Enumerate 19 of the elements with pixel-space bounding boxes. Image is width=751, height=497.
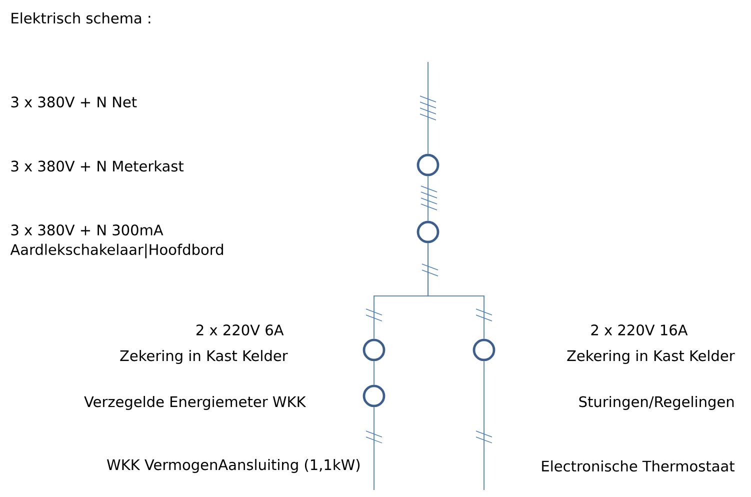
label: 3 x 380V + N 300mA	[11, 224, 164, 236]
label: 2 x 220V 6A	[196, 324, 284, 336]
wire-line	[428, 242, 484, 340]
label: 3 x 380V + N Net	[11, 96, 137, 108]
label: Zekering in Kast Kelder	[120, 350, 288, 364]
label: Zekering in Kast Kelder	[567, 350, 735, 364]
fuse-symbol	[472, 338, 496, 362]
fuse-symbol	[416, 220, 440, 244]
label: 2 x 220V 16A	[591, 324, 688, 336]
label: Verzegelde Energiemeter WKK	[84, 396, 306, 410]
title: Elektrisch schema :	[12, 12, 150, 24]
label: 3 x 380V + N Meterkast	[11, 160, 184, 172]
label: Sturingen/Regelingen	[579, 396, 734, 410]
fuse-symbol	[362, 384, 386, 408]
label: Aardlekschakelaar|Hoofdbord	[10, 244, 223, 258]
label: WKK VermogenAansluiting (1,1kW)	[106, 458, 360, 473]
label: Electronische Thermostaat	[542, 460, 734, 472]
fuse-symbol	[416, 154, 440, 176]
fuse-symbol	[362, 338, 386, 362]
